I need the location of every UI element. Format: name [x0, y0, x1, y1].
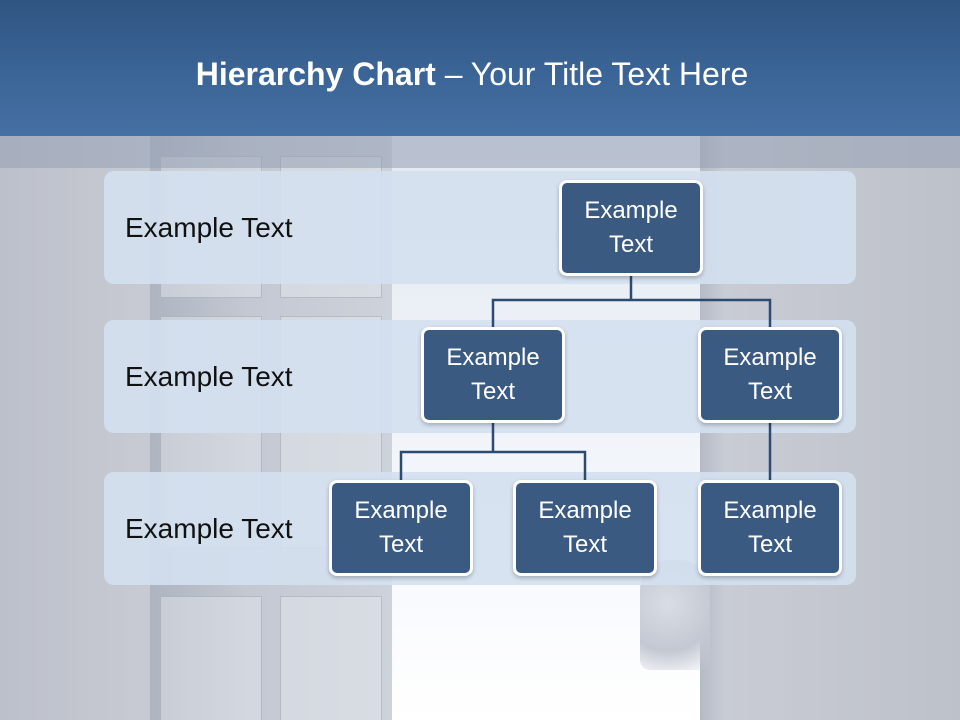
level-label-2: Example Text [125, 360, 293, 392]
level-row-1: Example Text [104, 171, 856, 284]
slide-title-rest: – Your Title Text Here [435, 56, 749, 92]
header-shadow-stripe [0, 136, 960, 168]
chart-node-root[interactable]: Example Text [559, 180, 703, 276]
door-panel [160, 596, 262, 720]
slide-title: Hierarchy Chart – Your Title Text Here [0, 54, 944, 94]
level-label-3: Example Text [125, 512, 293, 544]
level-label-1: Example Text [125, 211, 293, 243]
slide-title-bold: Hierarchy Chart [195, 56, 436, 92]
chart-node-level3-middle[interactable]: Example Text [513, 480, 657, 576]
chart-node-level3-right[interactable]: Example Text [698, 480, 842, 576]
chart-node-level2-right[interactable]: Example Text [698, 327, 842, 423]
title-bar: Hierarchy Chart – Your Title Text Here [0, 0, 960, 136]
chart-node-level3-left[interactable]: Example Text [329, 480, 473, 576]
door-panel [280, 596, 382, 720]
chart-node-level2-left[interactable]: Example Text [421, 327, 565, 423]
